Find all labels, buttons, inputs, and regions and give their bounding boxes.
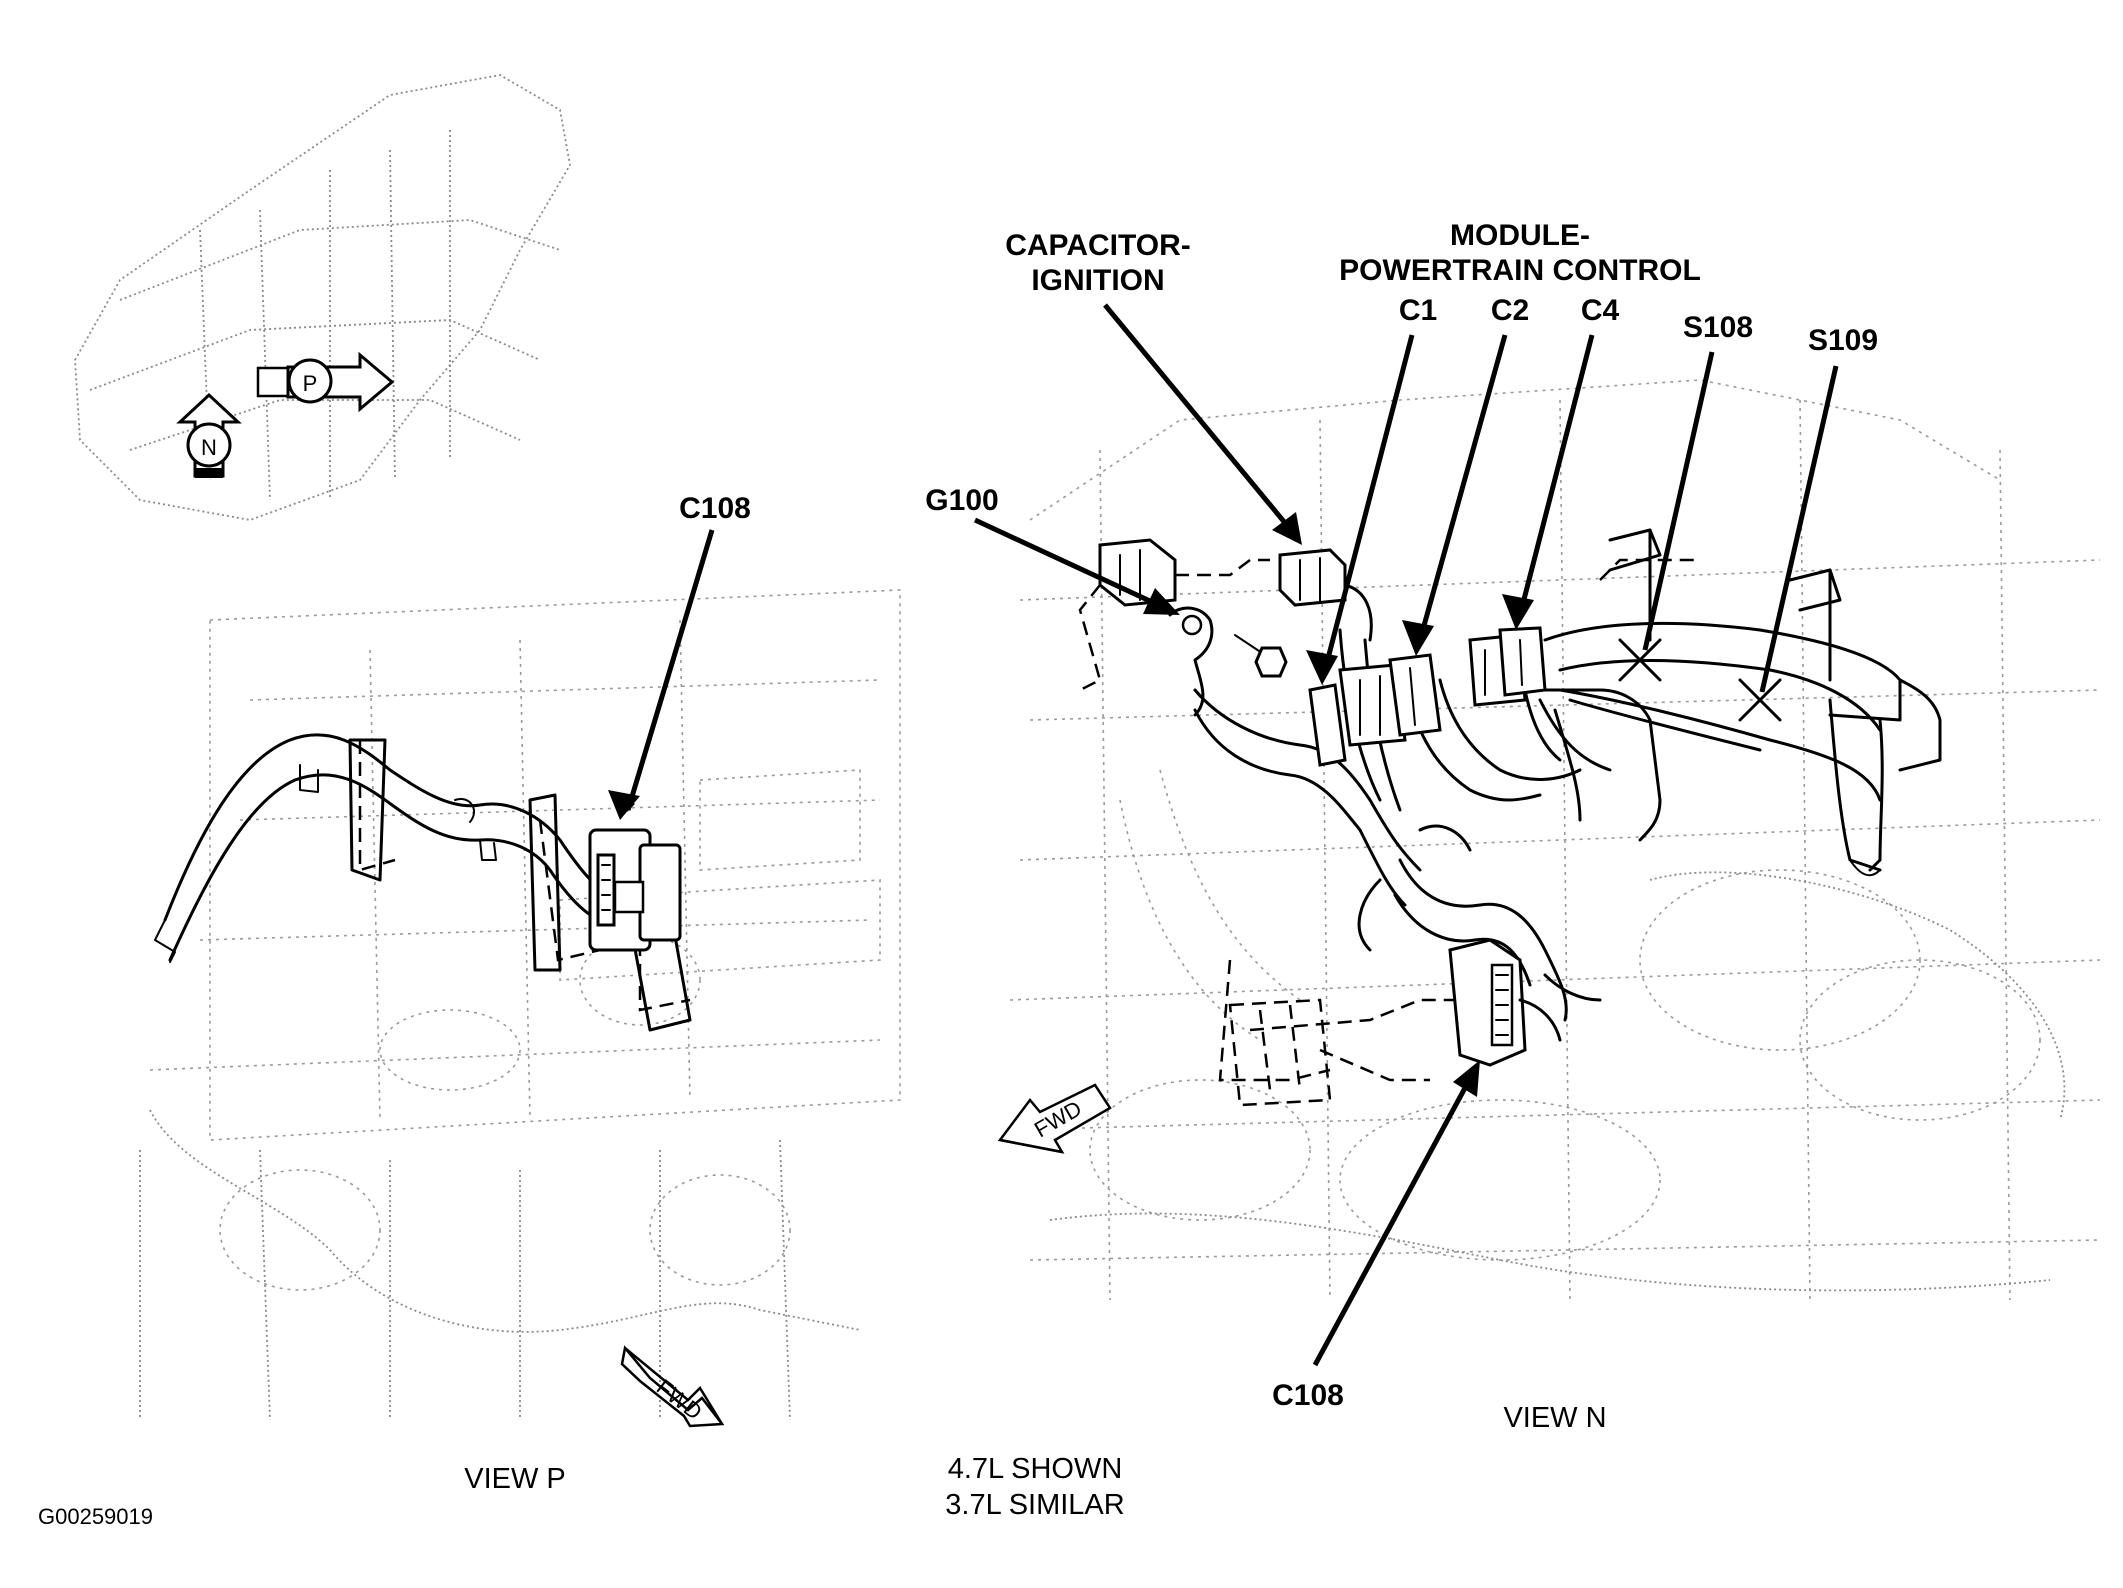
- engine-note-line2: 3.7L SIMILAR: [945, 1489, 1124, 1521]
- g100-leader: [973, 517, 1167, 611]
- c4-leader: [1517, 334, 1595, 616]
- c108-view-n-callout: C108: [1272, 1060, 1480, 1412]
- g100-label: G100: [925, 484, 998, 517]
- view-n-caption: VIEW N: [1503, 1402, 1606, 1434]
- module-pcm-callout: MODULE- POWERTRAIN CONTROL: [1339, 219, 1701, 287]
- c1-leader: [1322, 334, 1415, 671]
- g100-callout: G100: [925, 484, 1180, 615]
- c108-view-n-arrowhead: [1453, 1060, 1480, 1097]
- s108-leader: [1642, 351, 1715, 651]
- capacitor-ignition-label-line1: CAPACITOR-: [1005, 229, 1191, 262]
- c4-arrowhead: [1502, 594, 1534, 630]
- locator-view-p-arrow: P: [256, 351, 395, 413]
- view-n-harness: [1078, 528, 1942, 1107]
- c2-leader: [1417, 334, 1508, 641]
- locator-vehicle-outline: [74, 74, 571, 521]
- module-pcm-label-line2: POWERTRAIN CONTROL: [1339, 254, 1701, 287]
- s109-leader: [1759, 365, 1839, 693]
- locator-view-n-arrow: N: [176, 392, 242, 478]
- s108-label: S108: [1683, 311, 1753, 344]
- locator-n-letter: N: [201, 435, 217, 460]
- c4-callout: C4: [1502, 294, 1619, 630]
- c108-view-p-leader: [625, 529, 715, 812]
- c1-callout: C1: [1306, 294, 1437, 685]
- c108-view-p-arrowhead: [608, 790, 640, 820]
- capacitor-ignition-leader: [1103, 303, 1297, 537]
- c2-arrowhead: [1402, 620, 1434, 656]
- fwd-arrow-view-n: FWD: [997, 1083, 1112, 1154]
- c2-callout: C2: [1402, 294, 1529, 656]
- c108-view-n-leader: [1312, 1073, 1475, 1367]
- s109-callout: S109: [1759, 324, 1878, 693]
- module-pcm-label-line1: MODULE-: [1450, 219, 1590, 252]
- engine-note-line1: 4.7L SHOWN: [948, 1453, 1123, 1485]
- g100-arrowhead: [1143, 588, 1180, 615]
- fwd-arrow-view-p: FWD: [620, 1345, 725, 1428]
- capacitor-ignition-label-line2: IGNITION: [1031, 264, 1164, 297]
- locator-p-letter: P: [303, 371, 318, 396]
- capacitor-ignition-arrowhead: [1272, 512, 1302, 545]
- c1-arrowhead: [1306, 650, 1338, 685]
- c108-view-n-label: C108: [1272, 1379, 1344, 1412]
- capacitor-ignition-callout: CAPACITOR- IGNITION: [1005, 229, 1302, 545]
- c4-label: C4: [1581, 294, 1620, 327]
- c1-label: C1: [1399, 294, 1437, 327]
- c2-label: C2: [1491, 294, 1529, 327]
- s108-callout: S108: [1642, 311, 1753, 651]
- view-p-harness: [154, 733, 692, 1032]
- s109-label: S109: [1808, 324, 1878, 357]
- c108-view-p-label: C108: [679, 492, 751, 525]
- figure-id: G00259019: [38, 1504, 153, 1529]
- view-p-caption: VIEW P: [464, 1463, 566, 1495]
